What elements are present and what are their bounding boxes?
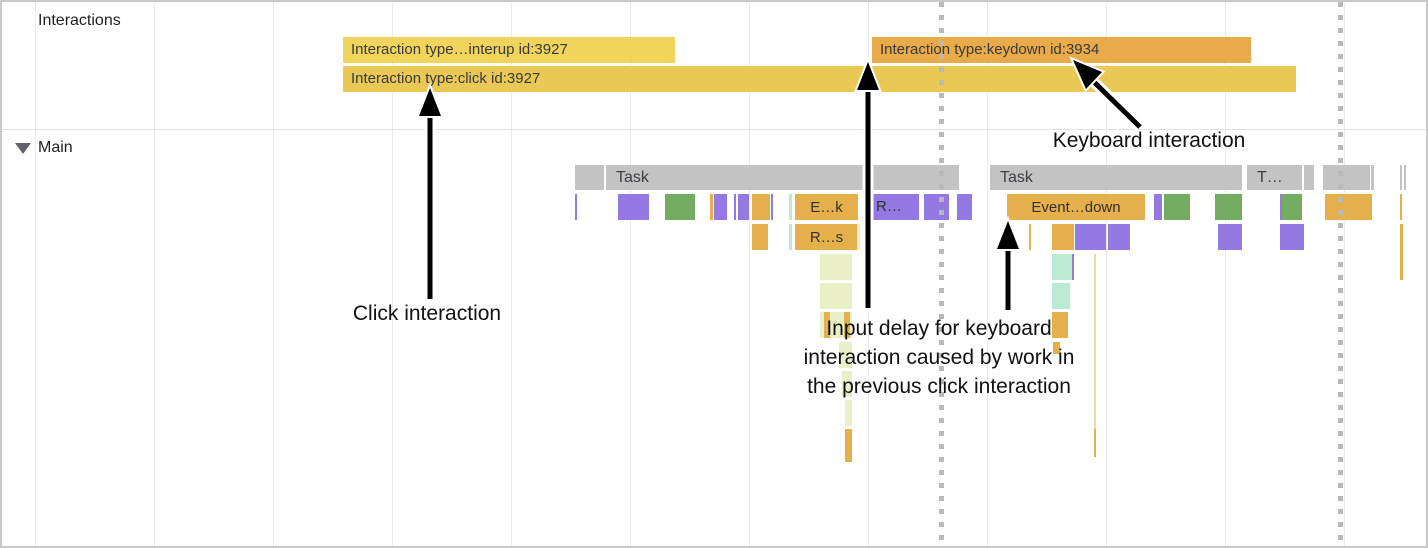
task-bar[interactable]: T…	[1247, 165, 1302, 190]
flame-block[interactable]	[771, 194, 773, 220]
flame-block[interactable]	[1094, 254, 1096, 429]
main-track-label: Main	[38, 139, 73, 156]
annotation-keyboard-interaction: Keyboard interaction	[1052, 129, 1246, 152]
annotation-click-interaction: Click interaction	[352, 302, 502, 325]
flame-block[interactable]	[1052, 312, 1068, 338]
grid-line	[1225, 2, 1226, 546]
event-keydown-arrow	[994, 215, 1022, 310]
flame-block[interactable]	[1282, 194, 1302, 220]
flame-block[interactable]	[1108, 224, 1130, 250]
grid-line	[1344, 2, 1345, 546]
flame-block[interactable]	[857, 224, 860, 250]
annotation-input-delay-line3: the previous click interaction	[807, 375, 1071, 398]
flame-block[interactable]	[844, 312, 850, 338]
grid-line	[749, 2, 750, 546]
flame-block[interactable]	[738, 194, 749, 220]
flame-block[interactable]	[1094, 429, 1096, 457]
interactions-track-label: Interactions	[38, 12, 121, 29]
flame-block[interactable]	[789, 224, 792, 250]
flame-block[interactable]	[1215, 194, 1242, 220]
grid-line	[154, 2, 155, 546]
screenshot-marker-dotted-line	[939, 2, 944, 546]
interaction-bar-click[interactable]: Interaction type:click id:3927	[343, 66, 1296, 92]
flame-block[interactable]	[1154, 194, 1162, 220]
grid-line	[1106, 2, 1107, 546]
flame-block[interactable]	[752, 224, 768, 250]
track-divider	[2, 129, 1426, 130]
flame-block[interactable]	[1400, 224, 1403, 280]
main-track-collapse-icon[interactable]	[15, 143, 31, 154]
flame-block[interactable]	[820, 254, 852, 280]
flame-block[interactable]	[839, 342, 852, 368]
flame-block[interactable]	[734, 194, 736, 220]
flame-block[interactable]	[845, 400, 852, 426]
flame-block[interactable]	[924, 194, 949, 220]
interaction-bar-keydown[interactable]: Interaction type:keydown id:3934	[872, 37, 1251, 63]
flame-block[interactable]	[1029, 224, 1031, 250]
flame-block[interactable]	[1325, 194, 1372, 220]
flame-block[interactable]	[1052, 283, 1070, 309]
annotation-input-delay: Input delay for keyboard interaction cau…	[772, 314, 1106, 401]
flame-block[interactable]	[789, 194, 792, 220]
flame-block[interactable]: R…	[868, 194, 919, 220]
interaction-bar-pointerup[interactable]: Interaction type…interup id:3927	[343, 37, 675, 63]
flame-block[interactable]	[752, 194, 770, 220]
task-bar[interactable]	[1404, 165, 1406, 190]
task-bar[interactable]	[1400, 165, 1402, 190]
flame-block[interactable]	[714, 194, 727, 220]
task-bar[interactable]: Task	[606, 165, 959, 190]
flame-block[interactable]	[710, 194, 713, 220]
flame-block[interactable]	[1280, 194, 1282, 220]
grid-line	[392, 2, 393, 546]
flame-block[interactable]	[842, 371, 852, 397]
task-bar[interactable]	[1304, 165, 1314, 190]
flame-block[interactable]: R…s	[795, 224, 858, 250]
flame-block[interactable]	[618, 194, 649, 220]
annotation-input-delay-line2: interaction caused by work in	[803, 346, 1075, 369]
screenshot-marker-dotted-line	[1338, 2, 1343, 546]
click-interaction-arrow	[416, 82, 444, 299]
flame-block[interactable]	[1052, 254, 1072, 280]
flame-block[interactable]: Event…down	[1007, 194, 1145, 220]
flame-block[interactable]	[1052, 224, 1074, 250]
flame-block[interactable]	[1280, 224, 1304, 250]
flame-block[interactable]	[957, 194, 972, 220]
flame-block[interactable]	[1075, 224, 1106, 250]
flame-block[interactable]	[845, 429, 852, 462]
flame-block[interactable]	[665, 194, 695, 220]
flame-block[interactable]	[1072, 254, 1074, 280]
grid-line	[511, 2, 512, 546]
task-bar[interactable]	[1371, 165, 1374, 190]
task-bar[interactable]: Task	[990, 165, 1242, 190]
annotation-input-delay-line1: Input delay for keyboard	[826, 317, 1052, 340]
grid-line	[987, 2, 988, 546]
flame-block[interactable]	[824, 312, 830, 338]
task-bar[interactable]	[1323, 165, 1370, 190]
flame-block[interactable]	[820, 283, 852, 309]
grid-line	[630, 2, 631, 546]
flame-block[interactable]	[1164, 194, 1190, 220]
flame-block[interactable]	[1400, 194, 1402, 220]
flame-block[interactable]	[575, 194, 577, 220]
grid-line	[35, 2, 36, 546]
flame-block[interactable]: E…k	[795, 194, 858, 220]
flame-block[interactable]	[1218, 224, 1242, 250]
flame-block[interactable]	[1053, 342, 1060, 354]
grid-line	[273, 2, 274, 546]
task-bar[interactable]	[575, 165, 604, 190]
